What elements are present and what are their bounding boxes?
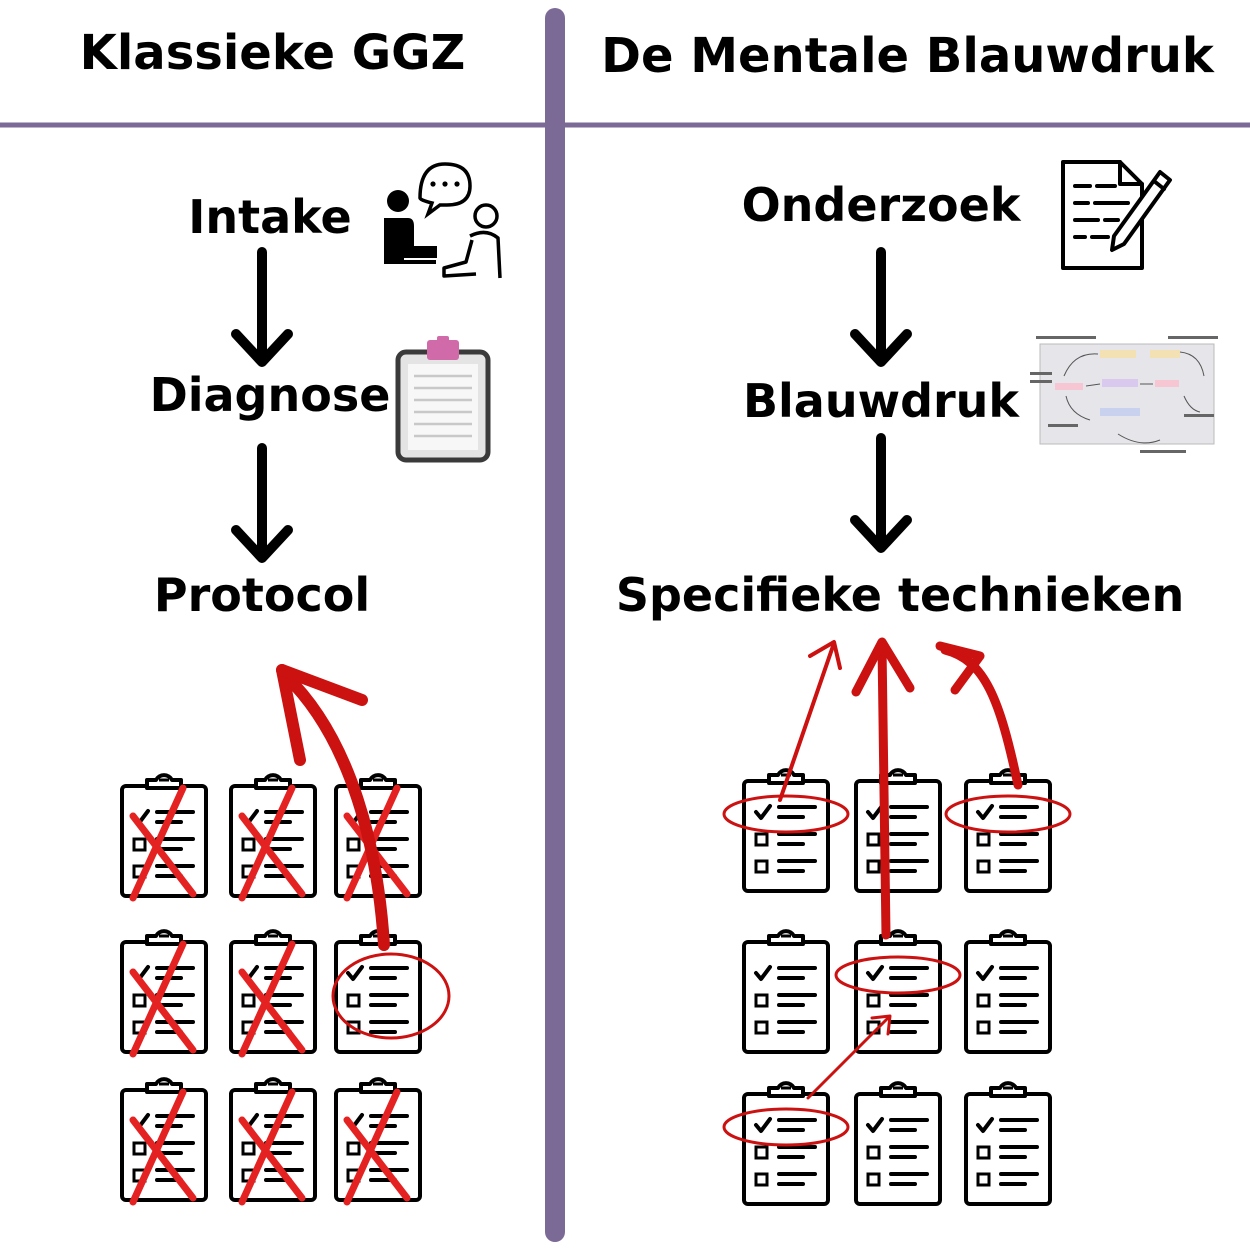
left-checklist-1-1	[229, 929, 317, 1058]
flow-arrow-intake-diagnose	[231, 247, 293, 367]
selection-circle	[722, 1107, 850, 1147]
left-column-title: Klassieke GGZ	[79, 25, 466, 81]
red-cross-mark	[238, 784, 306, 902]
clipboard-icon	[395, 336, 491, 463]
right-checklist-2-0	[722, 1081, 850, 1206]
selection-circle	[722, 794, 850, 834]
right-checklist-1-1	[834, 929, 962, 1054]
red-cross-mark	[129, 784, 197, 902]
conversation-icon	[384, 162, 502, 279]
right-checklist-1-2	[964, 929, 1052, 1054]
left-checklist-2-1	[229, 1077, 317, 1206]
step-blauwdruk: Blauwdruk	[742, 374, 1020, 428]
step-onderzoek: Onderzoek	[741, 178, 1021, 232]
document-pen-icon	[1061, 160, 1172, 270]
step-specifieke-technieken: Specifieke technieken	[615, 568, 1185, 622]
left-checklist-0-0	[120, 773, 208, 902]
right-checklist-0-2	[944, 768, 1072, 893]
selection-circle	[834, 955, 962, 995]
step-diagnose: Diagnose	[149, 368, 391, 422]
left-checklist-2-0	[120, 1077, 208, 1206]
selection-circle	[331, 952, 451, 1040]
red-cross-mark	[238, 1088, 306, 1206]
right-column-title: De Mentale Blauwdruk	[601, 28, 1214, 84]
flow-arrow-onderzoek-blauwdruk	[850, 247, 912, 367]
protocol-grid	[120, 773, 451, 1206]
right-checklist-2-2	[964, 1081, 1052, 1206]
red-arrow-selected-protocol	[276, 664, 390, 951]
step-protocol: Protocol	[153, 568, 371, 622]
right-checklist-2-1	[854, 1081, 942, 1206]
left-checklist-0-1	[229, 773, 317, 902]
right-checklist-0-0	[722, 768, 850, 893]
red-cross-mark	[343, 1088, 411, 1206]
flow-arrow-diagnose-protocol	[231, 443, 293, 563]
red-cross-mark	[129, 1088, 197, 1206]
left-checklist-1-2	[331, 929, 451, 1054]
technique-grid	[722, 768, 1072, 1206]
selection-circle	[944, 794, 1072, 834]
right-checklist-1-0	[742, 929, 830, 1054]
red-cross-mark	[129, 940, 197, 1058]
right-checklist-0-1	[854, 768, 942, 893]
step-intake: Intake	[188, 190, 352, 244]
left-checklist-1-0	[120, 929, 208, 1058]
blueprint-map-thumbnail	[1030, 336, 1218, 453]
left-checklist-2-2	[334, 1077, 422, 1206]
red-cross-mark	[238, 940, 306, 1058]
flow-arrow-blauwdruk-technieken	[850, 433, 912, 553]
red-arrows-techniques	[778, 637, 1023, 1100]
